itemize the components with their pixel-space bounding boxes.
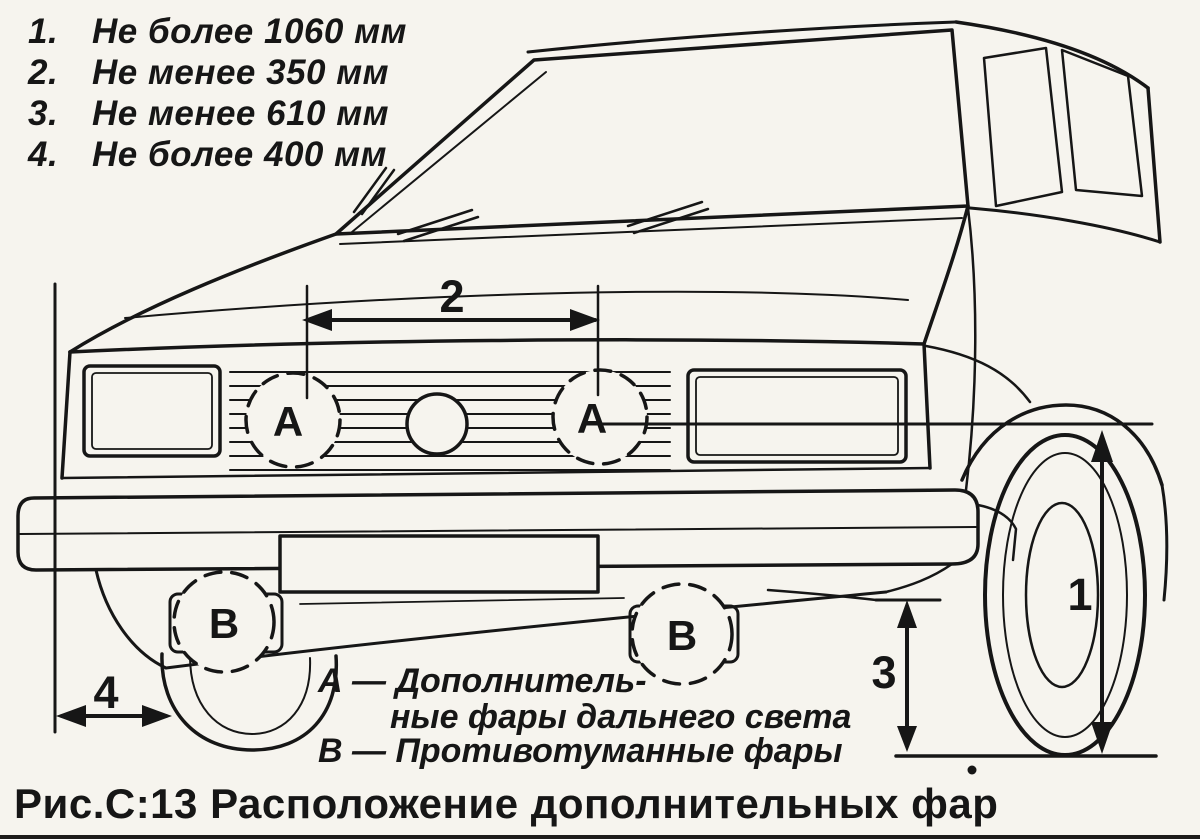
dim2-arrowhead-left bbox=[302, 309, 332, 331]
legend-item-3: 3. Не менее 610 мм bbox=[28, 94, 407, 135]
hood-crease bbox=[124, 290, 909, 319]
scan-bottom-edge bbox=[0, 835, 1200, 839]
wheel-front-right-tire bbox=[983, 433, 1147, 757]
license-plate bbox=[278, 534, 600, 594]
valance-right-edge bbox=[884, 562, 954, 594]
dim-label-1: 1 bbox=[1067, 569, 1092, 620]
lamp-position-circles: А А В В bbox=[172, 368, 734, 686]
dimension-2: 2 bbox=[302, 271, 600, 400]
wheel-front-right-rim bbox=[1024, 501, 1100, 689]
legend-item-number: 4. bbox=[28, 135, 59, 174]
lamp-label-b-right: В bbox=[667, 612, 697, 659]
dim-label-3: 3 bbox=[871, 647, 896, 698]
wheels-and-side bbox=[160, 206, 1169, 757]
dim4-arrowhead-right bbox=[142, 705, 172, 727]
legend-item-2: 2. Не менее 350 мм bbox=[28, 53, 407, 94]
legend-item-text: Не более 1060 мм bbox=[92, 12, 407, 51]
car-hood bbox=[68, 166, 970, 354]
car-greenhouse bbox=[334, 20, 1162, 244]
dim3-arrowhead-bottom bbox=[897, 726, 917, 752]
front-corner-line bbox=[964, 206, 977, 492]
legend-item-text: Не менее 610 мм bbox=[92, 94, 390, 133]
scan-dot bbox=[967, 765, 977, 775]
a-pillar-inner-line bbox=[351, 71, 547, 233]
dim-label-2: 2 bbox=[439, 271, 464, 322]
hood-right-edge bbox=[922, 204, 970, 346]
hood-left-edge bbox=[68, 232, 338, 354]
valance-detail-line bbox=[299, 597, 625, 605]
dim2-arrowhead-right bbox=[570, 309, 600, 331]
windshield bbox=[334, 28, 970, 236]
grille-emblem-circle bbox=[405, 392, 469, 456]
rear-pillar bbox=[1146, 86, 1162, 244]
front-face-right-edge bbox=[922, 342, 932, 470]
front-face-bottom-edge bbox=[60, 466, 932, 480]
legend-item-number: 2. bbox=[28, 53, 59, 92]
dimension-legend: 1. Не более 1060 мм 2. Не менее 350 мм 3… bbox=[28, 12, 407, 176]
body-side-rear-line bbox=[1160, 483, 1169, 602]
bumper-mid-line bbox=[19, 526, 977, 535]
fender-arch bbox=[960, 403, 1164, 487]
headlight-right-inner bbox=[695, 376, 899, 456]
dim-label-4: 4 bbox=[93, 667, 118, 718]
beltline bbox=[968, 206, 1162, 244]
lamp-a-left-circle bbox=[244, 371, 342, 469]
wheel-front-right-sidewall bbox=[1002, 452, 1128, 738]
side-window-rear bbox=[1060, 48, 1144, 198]
lamp-b-left-circle bbox=[172, 570, 276, 674]
wiper-left bbox=[396, 208, 480, 243]
front-face-left-edge bbox=[60, 350, 72, 480]
car-front-face bbox=[60, 338, 932, 480]
annotations: А — Дополнитель- ные фары дальнего света… bbox=[317, 662, 851, 770]
lamp-label-a-left: А bbox=[273, 398, 303, 445]
roof-edge bbox=[526, 20, 958, 54]
front-face-top-edge bbox=[68, 338, 926, 354]
legend-item-number: 3. bbox=[28, 94, 59, 133]
wiper-right bbox=[626, 200, 710, 235]
legend-item-1: 1. Не более 1060 мм bbox=[28, 12, 407, 53]
legend-item-text: Не менее 350 мм bbox=[92, 53, 390, 92]
front-valance bbox=[94, 562, 954, 670]
dim3-arrowhead-top bbox=[897, 600, 917, 628]
annotation-line-2: ные фары дальнего света bbox=[390, 698, 851, 736]
side-window-front bbox=[982, 46, 1064, 208]
figure-caption: Рис.С:13 Расположение дополнительных фар bbox=[14, 780, 999, 827]
dim1-arrowhead-top bbox=[1091, 430, 1113, 462]
headlight-left-inner bbox=[91, 372, 213, 450]
legend-item-number: 1. bbox=[28, 12, 59, 51]
annotation-line-1: А — Дополнитель- bbox=[317, 662, 647, 700]
dimension-1: 1 bbox=[1067, 430, 1113, 754]
annotation-line-3: В — Противотуманные фары bbox=[318, 732, 843, 770]
roof-side-edge bbox=[954, 20, 1150, 90]
reference-lines bbox=[53, 282, 1158, 775]
wheel-front-left-inner bbox=[189, 655, 312, 735]
side-character-line bbox=[924, 344, 1032, 404]
valance-bottom-edge bbox=[164, 590, 888, 670]
lamp-label-a-right: А bbox=[577, 395, 607, 442]
legend-item-4: 4. Не более 400 мм bbox=[28, 135, 407, 176]
headlight-left bbox=[82, 364, 222, 458]
headlight-right bbox=[686, 368, 908, 464]
dim1-arrowhead-bottom bbox=[1091, 722, 1113, 754]
dim4-arrowhead-left bbox=[56, 705, 86, 727]
lamp-b-right-circle bbox=[630, 582, 734, 686]
wheel-front-left-tire bbox=[160, 652, 339, 752]
car-bumper-area bbox=[16, 488, 1018, 594]
lamp-label-b-left: В bbox=[209, 600, 239, 647]
legend-item-text: Не более 400 мм bbox=[92, 135, 387, 174]
lamp-a-right-circle bbox=[551, 368, 649, 466]
antenna bbox=[352, 166, 396, 216]
valance-left-edge bbox=[94, 568, 168, 670]
dimension-4: 4 bbox=[56, 667, 172, 727]
dimension-3: 3 bbox=[766, 588, 942, 752]
dim3-connector bbox=[766, 588, 878, 602]
cowl-line bbox=[339, 217, 963, 245]
bumper-right-wrap bbox=[976, 503, 1018, 562]
